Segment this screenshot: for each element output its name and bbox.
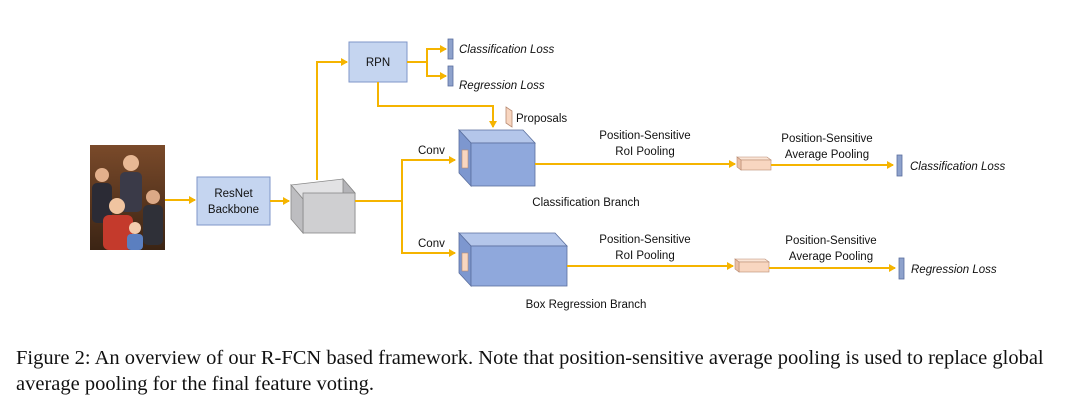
rpn-box: RPN — [348, 41, 408, 83]
ps-roi-bottom-line1: Position-Sensitive — [599, 234, 690, 246]
backbone-label-line1: ResNet — [214, 188, 253, 200]
cls-branch-label: Classification Branch — [532, 197, 639, 209]
rpn-label: RPN — [366, 57, 390, 69]
ps-avg-bottom-line1: Position-Sensitive — [785, 235, 876, 247]
arrow-rpn-to-cls-loss — [407, 45, 447, 63]
ps-avg-top-line1: Position-Sensitive — [781, 133, 872, 145]
ps-roi-top-line1: Position-Sensitive — [599, 130, 690, 142]
final-reg-loss-label: Regression Loss — [911, 264, 997, 276]
arrow-to-reg-branch — [401, 201, 456, 257]
proposals-label: Proposals — [516, 113, 567, 125]
final-cls-loss-marker — [896, 154, 903, 177]
reg-pooled-box — [734, 258, 770, 273]
feature-map-cube — [290, 177, 356, 235]
final-reg-loss-marker — [898, 257, 905, 280]
backbone-label-line2: Backbone — [208, 204, 259, 216]
arrow-rpn-to-proposals — [377, 82, 497, 128]
cls-pooled-box — [736, 156, 772, 171]
ps-avg-bottom-line2: Average Pooling — [789, 251, 873, 263]
figure-caption: Figure 2: An overview of our R-FCN based… — [16, 347, 1044, 395]
rpn-reg-loss-label: Regression Loss — [459, 80, 545, 92]
arrow-rpn-to-reg-loss — [426, 62, 447, 80]
resnet-backbone-box: ResNet Backbone — [196, 176, 271, 226]
ps-roi-bottom-line2: RoI Pooling — [615, 250, 674, 262]
rpn-cls-loss-label: Classification Loss — [459, 44, 554, 56]
framework-diagram: ResNet Backbone RPN Classification Loss … — [90, 38, 1005, 311]
arrow-features-to-rpn — [316, 58, 348, 180]
rpn-reg-loss-marker — [447, 65, 454, 87]
reg-score-map-cube — [458, 231, 568, 288]
final-cls-loss-label: Classification Loss — [910, 161, 1005, 173]
proposals-marker — [505, 106, 513, 128]
rpn-cls-loss-marker — [447, 38, 454, 60]
ps-avg-top-line2: Average Pooling — [785, 149, 869, 161]
arrow-to-cls-branch — [401, 156, 456, 201]
cls-score-map-cube — [458, 128, 536, 188]
input-image — [90, 145, 165, 250]
ps-roi-top-line2: RoI Pooling — [615, 146, 674, 158]
reg-branch-label: Box Regression Branch — [526, 299, 647, 311]
conv-label-top: Conv — [418, 145, 445, 157]
conv-label-bottom: Conv — [418, 238, 445, 250]
